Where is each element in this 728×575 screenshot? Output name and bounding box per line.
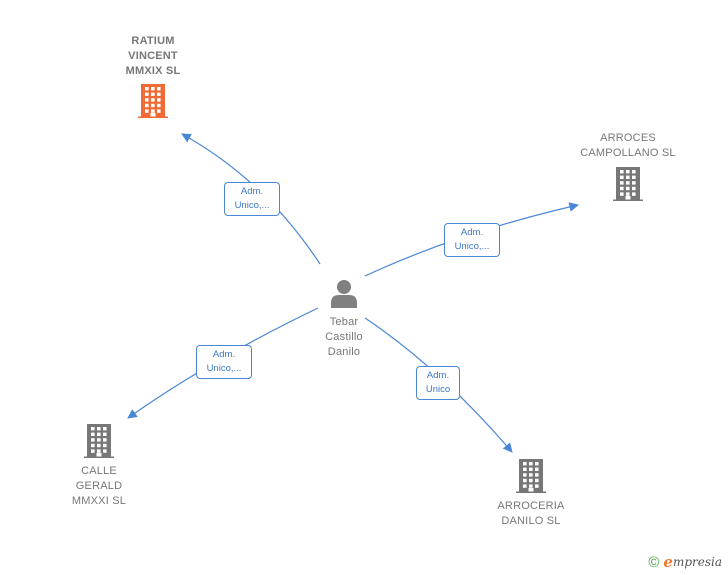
person-node-tebar-castillo-danilo[interactable]: Tebar Castillo Danilo [302,278,386,360]
company-node-arroces-campollano[interactable]: ARROCES CAMPOLLANO SL [570,131,686,201]
company-name: CALLE GERALD MMXXI SL [71,465,127,507]
relation-label-arroces[interactable]: Adm. Unico,... [444,223,500,257]
company-name: ARROCERIA DANILO SL [497,500,565,527]
company-node-arroceria-danilo[interactable]: ARROCERIA DANILO SL [484,459,578,529]
brand-initial: e [663,553,673,571]
copyright-icon: © [648,553,660,571]
building-icon [516,459,546,493]
person-icon [331,280,357,308]
relation-label-arroceria[interactable]: Adm. Unico [416,366,460,400]
company-node-ratium-vincent[interactable]: RATIUM VINCENT MMXIX SL [106,34,200,118]
brand-name: mpresia [672,555,722,569]
person-name: Tebar Castillo Danilo [325,316,363,358]
building-icon [84,424,114,458]
company-name: ARROCES CAMPOLLANO SL [580,132,676,159]
relation-label-ratium[interactable]: Adm. Unico,... [224,182,280,216]
building-icon [138,84,168,118]
company-name: RATIUM VINCENT MMXIX SL [125,35,181,77]
building-icon [613,167,643,201]
relation-label-calle[interactable]: Adm. Unico,... [196,345,252,379]
company-node-calle-gerald[interactable]: CALLE GERALD MMXXI SL [52,424,146,509]
